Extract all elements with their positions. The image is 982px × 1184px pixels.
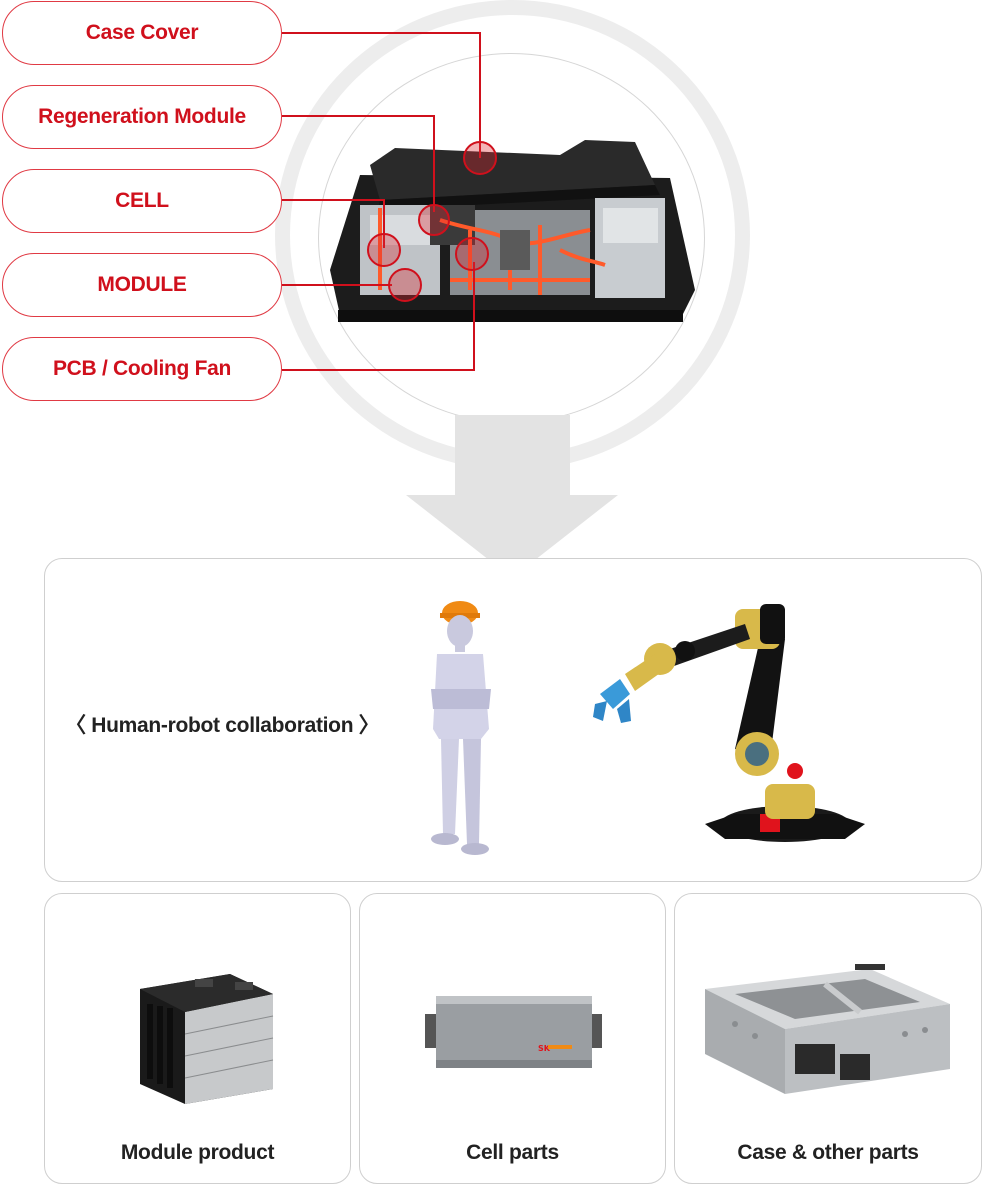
down-arrow-icon (406, 415, 618, 578)
case-part-image (705, 964, 950, 1094)
label-cell[interactable]: CELL (2, 169, 282, 233)
card-label-cell-parts: Cell parts (466, 1141, 559, 1164)
label-case-cover[interactable]: Case Cover (2, 1, 282, 65)
label-pcb-cooling-fan[interactable]: PCB / Cooling Fan (2, 337, 282, 401)
card-module-product[interactable]: Module product (44, 893, 351, 1184)
card-cell-parts[interactable]: SK Cell parts (359, 893, 666, 1184)
label-module[interactable]: MODULE (2, 253, 282, 317)
card-case-other-parts[interactable]: Case & other parts (674, 893, 982, 1184)
battery-pack-image (330, 140, 695, 322)
sk-brand-mark: SK (538, 1044, 551, 1053)
card-label-case-other-parts: Case & other parts (737, 1141, 919, 1164)
cell-part-image: SK (425, 996, 602, 1068)
worker-figure (431, 601, 491, 855)
robot-arm (593, 604, 865, 842)
card-label-module-product: Module product (120, 1141, 275, 1164)
label-regeneration-module[interactable]: Regeneration Module (2, 85, 282, 149)
collaboration-label: 〈 Human-robot collaboration 〉 (65, 714, 380, 737)
collaboration-panel: 〈 Human-robot collaboration 〉 (44, 558, 982, 882)
module-product-image (140, 974, 274, 1104)
